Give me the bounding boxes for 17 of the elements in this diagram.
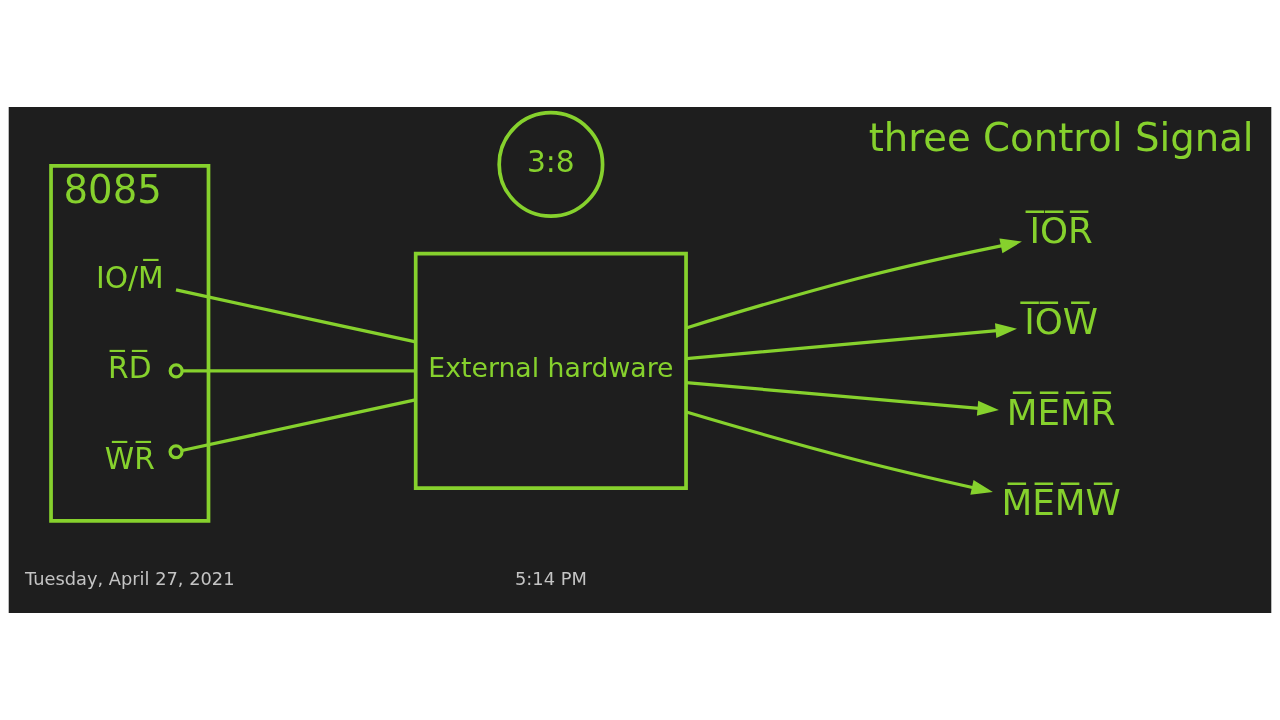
node-text: R̅D̅ — [108, 350, 152, 386]
connector — [168, 398, 416, 460]
node-text: IO/M̅ — [95, 259, 164, 295]
arrow — [686, 323, 1017, 361]
node-text: M̅E̅M̅W̅ — [1001, 482, 1121, 524]
arrow — [685, 238, 1022, 330]
label: Tuesday, April 27, 2021 — [25, 567, 235, 589]
label: 5:14 PM — [514, 567, 587, 589]
connector — [175, 288, 416, 344]
arrow — [685, 410, 993, 495]
label: three Control Signal — [868, 115, 1254, 161]
node-text: W̅R̅ — [104, 440, 155, 476]
arrow — [686, 381, 999, 416]
node-text: M̅E̅M̅R̅ — [1006, 391, 1116, 433]
node-circle: 3:8 — [497, 110, 605, 218]
connector — [168, 363, 416, 379]
node-box: External hardware — [413, 251, 688, 491]
